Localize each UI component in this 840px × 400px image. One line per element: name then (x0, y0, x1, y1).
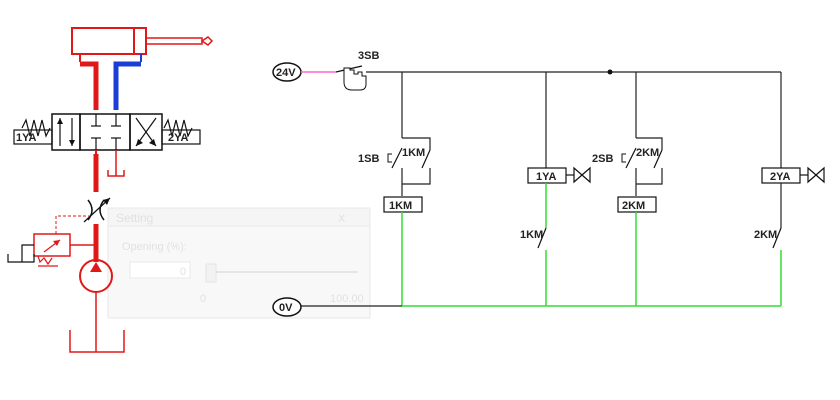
button-2sb-label: 2SB (592, 153, 613, 165)
terminal-24v-label: 24V (276, 67, 296, 79)
pressure-line-cylinder (80, 61, 99, 110)
button-1sb-label: 1SB (358, 153, 379, 165)
hydraulic-cylinder[interactable] (71, 27, 214, 55)
solenoid-1ya-hydraulic[interactable]: 1YA (13, 129, 53, 145)
directional-valve[interactable] (51, 113, 163, 151)
hydraulic-pump[interactable] (79, 259, 113, 293)
throttle-valve[interactable] (83, 197, 111, 223)
solenoid-1ya-hydraulic-label: 1YA (16, 132, 36, 144)
solenoid-2ya[interactable]: 2YA (761, 166, 825, 184)
contact-2km-branch[interactable]: 2KM (754, 227, 782, 249)
main-tank (69, 330, 125, 353)
hydraulic-circuit: 1YA 2YA (7, 27, 214, 353)
hold-branch-2km (636, 137, 663, 185)
relief-valve[interactable] (33, 233, 71, 267)
solenoid-1ya[interactable]: 1YA (527, 166, 591, 184)
hand-pointer-icon (343, 67, 367, 91)
relief-tank (7, 244, 35, 263)
contact-1km-branch[interactable]: 1KM (520, 227, 547, 249)
opening-input[interactable] (129, 261, 191, 279)
contact-1km-hold[interactable]: 1KM (402, 147, 431, 169)
relief-pilot-line (55, 215, 90, 234)
contact-1km-branch-label: 1KM (520, 229, 543, 241)
contact-1km-hold-label: 1KM (402, 147, 425, 159)
opening-label: Opening (%): (122, 241, 187, 253)
hold-branch-1km (402, 137, 431, 185)
valve-spring-right (163, 118, 193, 138)
coil-1km-label: 1KM (389, 200, 412, 212)
setting-dialog[interactable]: Setting X Opening (%): 0 0 100.00 (107, 207, 371, 319)
solenoid-2ya-hydraulic-label: 2YA (168, 132, 188, 144)
button-1sb[interactable]: 1SB (358, 147, 403, 169)
terminal-24v[interactable]: 24V (272, 62, 302, 82)
coil-2km-label: 2KM (622, 200, 645, 212)
bus-junction (607, 69, 613, 75)
valve-tank-line (107, 150, 125, 177)
electrical-circuit: 24V 3SB 1SB 1KM 1KM (272, 50, 825, 317)
valve-spring-left (21, 118, 51, 138)
solenoid-2ya-label: 2YA (770, 171, 790, 183)
coil-1km[interactable]: 1KM (383, 196, 423, 213)
coil-2km[interactable]: 2KM (617, 196, 657, 213)
start-button-3sb-label: 3SB (358, 50, 379, 62)
solenoid-1ya-label: 1YA (536, 171, 556, 183)
solenoid-2ya-hydraulic[interactable]: 2YA (161, 129, 201, 145)
opening-range-min: 0 (200, 293, 206, 305)
contact-2km-hold[interactable]: 2KM (636, 147, 663, 169)
opening-range-max: 100.00 (330, 293, 364, 305)
opening-slider-handle[interactable] (205, 263, 217, 283)
valve-icon (573, 166, 591, 184)
terminal-0v-label: 0V (279, 302, 293, 314)
opening-value: 0 (180, 266, 186, 278)
button-2sb[interactable]: 2SB (592, 147, 637, 169)
return-line-cylinder (113, 61, 141, 110)
setting-dialog-title: Setting (116, 211, 153, 225)
valve-icon (807, 166, 825, 184)
terminal-0v[interactable]: 0V (272, 297, 302, 317)
contact-2km-hold-label: 2KM (636, 147, 659, 159)
setting-dialog-close-button[interactable]: X (338, 213, 346, 225)
contact-2km-branch-label: 2KM (754, 229, 777, 241)
start-button-3sb[interactable]: 3SB (335, 50, 379, 91)
